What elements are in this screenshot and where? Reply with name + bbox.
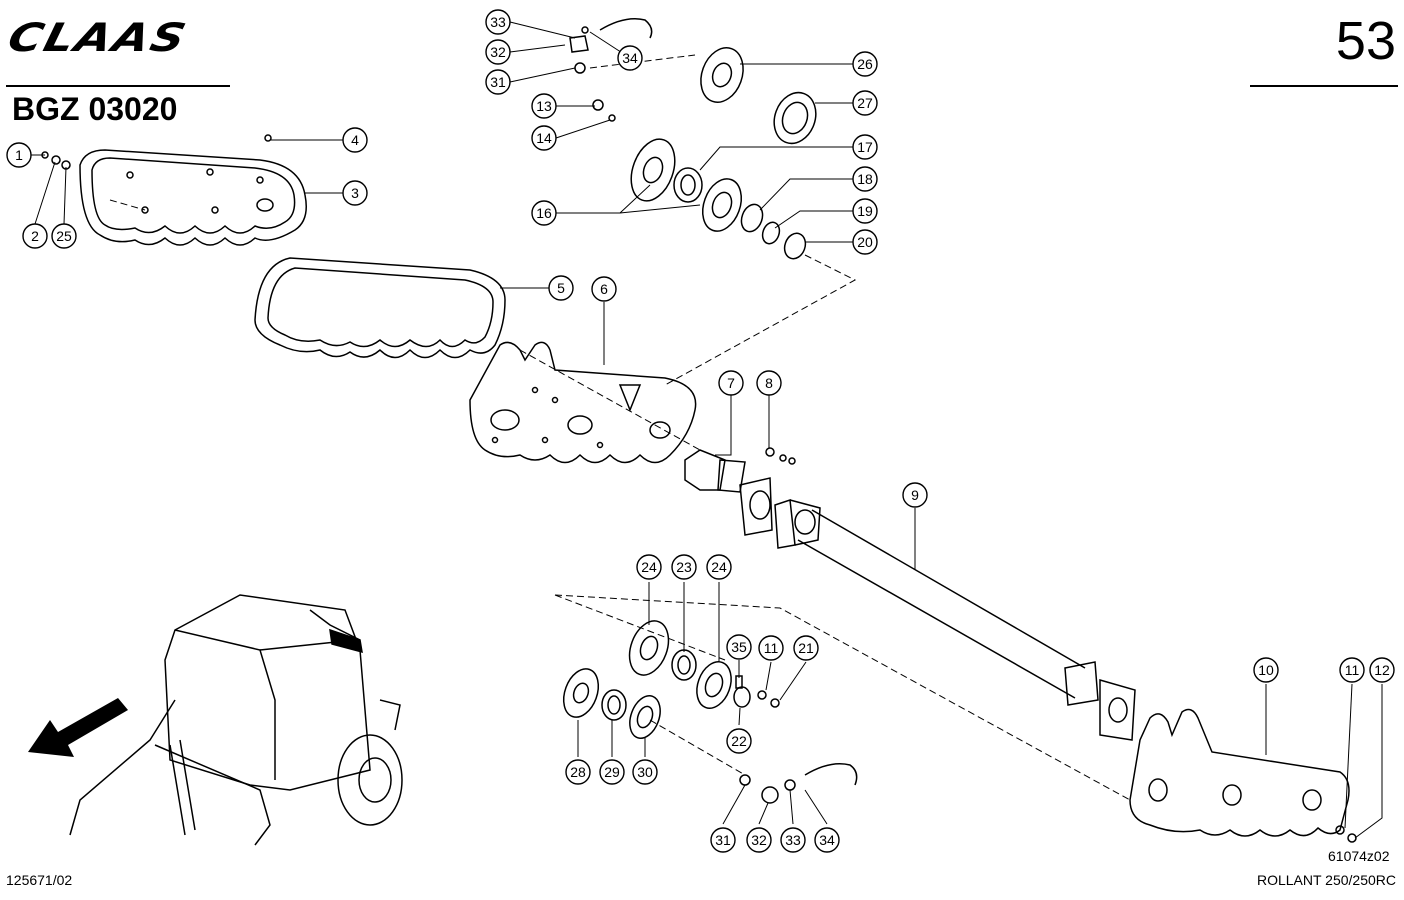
callout-23: 23 bbox=[671, 554, 697, 580]
svg-text:8: 8 bbox=[765, 375, 773, 391]
svg-text:32: 32 bbox=[751, 832, 767, 848]
svg-text:13: 13 bbox=[536, 98, 552, 114]
gasket-part bbox=[254, 257, 506, 359]
end-plate-part bbox=[1129, 708, 1357, 843]
direction-arrow-icon bbox=[28, 698, 128, 757]
callout-29: 29 bbox=[599, 759, 625, 785]
callout-19: 19 bbox=[852, 198, 878, 224]
svg-text:33: 33 bbox=[785, 832, 801, 848]
plate-part bbox=[469, 341, 697, 464]
svg-text:5: 5 bbox=[557, 280, 565, 296]
svg-text:16: 16 bbox=[536, 205, 552, 221]
callout-11-mid: 11 bbox=[758, 635, 784, 661]
callout-9: 9 bbox=[902, 482, 928, 508]
callout-16: 16 bbox=[531, 200, 557, 226]
svg-text:24: 24 bbox=[641, 559, 657, 575]
callout-30: 30 bbox=[632, 759, 658, 785]
svg-text:30: 30 bbox=[637, 764, 653, 780]
svg-text:35: 35 bbox=[731, 639, 747, 655]
callout-7: 7 bbox=[718, 370, 744, 396]
callout-4: 4 bbox=[342, 127, 368, 153]
callout-12: 12 bbox=[1369, 657, 1395, 683]
callout-17: 17 bbox=[852, 134, 878, 160]
svg-text:31: 31 bbox=[715, 832, 731, 848]
callout-22: 22 bbox=[726, 728, 752, 754]
svg-text:34: 34 bbox=[622, 50, 638, 66]
callout-6: 6 bbox=[591, 276, 617, 302]
page-number: 53 bbox=[1335, 11, 1396, 71]
callout-1: 1 bbox=[6, 142, 32, 168]
svg-text:21: 21 bbox=[798, 640, 814, 656]
callout-13: 13 bbox=[531, 93, 557, 119]
callout-3: 3 bbox=[342, 180, 368, 206]
callout-26: 26 bbox=[852, 51, 878, 77]
baler-machine-sketch bbox=[69, 594, 403, 846]
callout-31-top: 31 bbox=[485, 69, 511, 95]
callout-31-bottom: 31 bbox=[710, 827, 736, 853]
svg-text:2: 2 bbox=[31, 228, 39, 244]
doc-code: BGZ 03020 bbox=[12, 91, 178, 127]
svg-text:7: 7 bbox=[727, 375, 735, 391]
svg-text:33: 33 bbox=[490, 14, 506, 30]
svg-text:29: 29 bbox=[604, 764, 620, 780]
svg-text:11: 11 bbox=[1345, 662, 1360, 678]
callout-10: 10 bbox=[1253, 657, 1279, 683]
callout-27: 27 bbox=[852, 90, 878, 116]
svg-text:18: 18 bbox=[857, 171, 873, 187]
callout-33-top: 33 bbox=[485, 9, 511, 35]
svg-text:3: 3 bbox=[351, 185, 359, 201]
callout-32-bottom: 32 bbox=[746, 827, 772, 853]
bearing-parts-bottom bbox=[562, 620, 858, 804]
header-rule-left bbox=[6, 85, 230, 87]
callout-2: 2 bbox=[22, 223, 48, 249]
callout-24-left: 24 bbox=[636, 554, 662, 580]
svg-text:34: 34 bbox=[819, 832, 835, 848]
svg-text:11: 11 bbox=[764, 640, 779, 656]
cover-part bbox=[79, 149, 307, 246]
svg-text:17: 17 bbox=[857, 139, 873, 155]
svg-text:22: 22 bbox=[731, 733, 747, 749]
svg-text:32: 32 bbox=[490, 44, 506, 60]
callout-24-right: 24 bbox=[706, 554, 732, 580]
callout-20: 20 bbox=[852, 229, 878, 255]
svg-text:26: 26 bbox=[857, 56, 873, 72]
svg-text:6: 6 bbox=[600, 281, 608, 297]
callout-25: 25 bbox=[51, 223, 77, 249]
callout-28: 28 bbox=[565, 759, 591, 785]
callout-18: 18 bbox=[852, 166, 878, 192]
svg-text:28: 28 bbox=[570, 764, 586, 780]
svg-text:12: 12 bbox=[1374, 662, 1390, 678]
leader-lines bbox=[31, 21, 1383, 839]
svg-text:4: 4 bbox=[351, 132, 359, 148]
callout-35: 35 bbox=[726, 634, 752, 660]
header-rule-right bbox=[1250, 85, 1398, 87]
svg-text:19: 19 bbox=[857, 203, 873, 219]
bearing-parts-top bbox=[41, 18, 817, 260]
assembly-dash-lines bbox=[109, 54, 1131, 801]
shaft-part bbox=[684, 447, 1136, 741]
svg-text:10: 10 bbox=[1258, 662, 1274, 678]
callout-5: 5 bbox=[548, 275, 574, 301]
callout-14: 14 bbox=[531, 125, 557, 151]
footer-left-ref: 125671/02 bbox=[6, 872, 73, 888]
svg-text:25: 25 bbox=[56, 228, 72, 244]
svg-text:9: 9 bbox=[911, 487, 919, 503]
callout-32-top: 32 bbox=[485, 39, 511, 65]
callout-34-top: 34 bbox=[617, 45, 643, 71]
callout-33-bottom: 33 bbox=[780, 827, 806, 853]
svg-text:14: 14 bbox=[536, 130, 552, 146]
figure-id: 61074z02 bbox=[1328, 848, 1390, 864]
svg-text:24: 24 bbox=[711, 559, 727, 575]
svg-text:20: 20 bbox=[857, 234, 873, 250]
svg-text:27: 27 bbox=[857, 95, 873, 111]
callout-21: 21 bbox=[793, 635, 819, 661]
callout-8: 8 bbox=[756, 370, 782, 396]
svg-text:1: 1 bbox=[15, 147, 23, 163]
footer-right-ref: ROLLANT 250/250RC bbox=[1256, 872, 1396, 888]
callout-11-right: 11 bbox=[1339, 657, 1365, 683]
callout-34-bottom: 34 bbox=[814, 827, 840, 853]
svg-text:31: 31 bbox=[490, 74, 506, 90]
svg-text:23: 23 bbox=[676, 559, 692, 575]
